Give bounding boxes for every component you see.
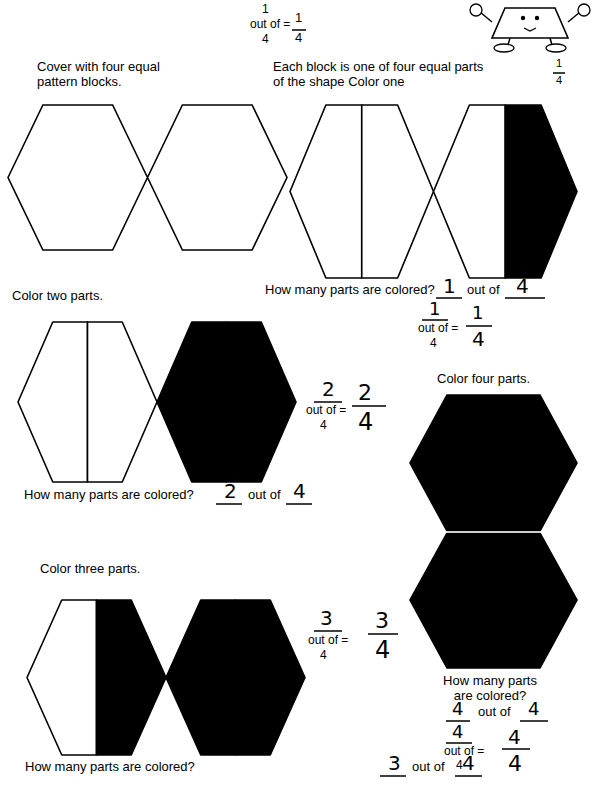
worksheet-text: out of xyxy=(248,488,281,503)
trapezoid-block xyxy=(157,322,227,482)
worksheet-text: 4 xyxy=(295,31,302,46)
handwritten-answer: 4 xyxy=(293,480,306,503)
worksheet-text: out of = xyxy=(308,634,348,648)
worksheet-text: How many parts are colored? xyxy=(24,488,194,503)
worksheet-text: 1 xyxy=(556,57,562,70)
handwritten-answer: 4 xyxy=(508,751,522,776)
fraction-bar xyxy=(422,319,448,321)
worksheet-text: out of = xyxy=(418,322,458,336)
worksheet-text: Color four parts. xyxy=(437,372,530,387)
handwritten-answer: 1 xyxy=(443,275,456,298)
trapezoid-block xyxy=(166,600,236,755)
trapezoid-block xyxy=(290,105,362,278)
trapezoid-block xyxy=(27,600,97,755)
fraction-bar xyxy=(380,775,406,777)
fraction-bar xyxy=(520,720,548,722)
block-seam xyxy=(445,531,542,532)
handwritten-answer: 4 xyxy=(358,409,373,437)
worksheet-text: out of xyxy=(412,760,445,775)
handwritten-answer: 2 xyxy=(224,480,237,503)
fraction-bar xyxy=(352,405,386,407)
fraction-bar xyxy=(446,742,472,744)
handwritten-answer: 4 xyxy=(528,699,539,720)
fraction-bar xyxy=(216,503,242,505)
worksheet-text: Each block is one of four equal parts of… xyxy=(273,60,491,90)
fraction-bar xyxy=(466,325,492,327)
worksheet-text: Color three parts. xyxy=(40,562,140,577)
handwritten-answer: 3 xyxy=(320,607,333,630)
handwritten-answer: 4 xyxy=(452,722,463,743)
hexagon-pair-outline xyxy=(8,105,287,250)
worksheet-text: out of = xyxy=(306,404,346,418)
worksheet-text: Cover with four equal pattern blocks. xyxy=(37,60,202,90)
trapezoid-block xyxy=(505,105,577,278)
worksheet-text: 4 xyxy=(320,419,327,433)
handwritten-answer: 4 xyxy=(472,328,485,351)
handwritten-answer: 4 xyxy=(375,637,390,665)
worksheet-text: 4 xyxy=(430,337,437,351)
handwritten-answer: 3 xyxy=(388,752,401,775)
handwritten-answer: 2 xyxy=(322,378,335,401)
fraction-bar xyxy=(455,775,482,777)
worksheet-text: 4 xyxy=(320,649,327,663)
handwritten-answer: 4 xyxy=(452,699,463,720)
worksheet-text: out of xyxy=(478,705,511,720)
trapezoid-block xyxy=(227,322,297,482)
trapezoid-block xyxy=(88,322,158,482)
hexagon-block xyxy=(410,395,577,531)
fraction-bar xyxy=(286,503,312,505)
worksheet-text: out of = xyxy=(250,18,290,32)
worksheet-text: 4 xyxy=(262,33,269,47)
fraction-bar xyxy=(368,633,398,635)
handwritten-answer: 3 xyxy=(375,608,389,633)
worksheet-text: How many parts are colored? xyxy=(25,760,195,775)
handwritten-answer: 1 xyxy=(429,299,440,320)
fraction-bar xyxy=(553,72,565,74)
worksheet-text: 1 xyxy=(295,11,302,26)
trapezoid-block xyxy=(97,600,167,755)
fraction-bar xyxy=(314,630,342,632)
trapezoid-block xyxy=(434,105,506,278)
trapezoid-block xyxy=(236,600,306,755)
handwritten-answer: 1 xyxy=(472,303,483,324)
handwritten-answer: 2 xyxy=(358,380,372,405)
worksheet-text: out of xyxy=(467,283,500,298)
worksheet-text: 4 xyxy=(456,759,463,773)
trapezoid-block xyxy=(18,322,88,482)
worksheet-text: out of = xyxy=(444,745,484,759)
trapezoid-mascot xyxy=(470,4,590,52)
worksheet-text: 4 xyxy=(556,74,562,87)
trapezoid-block xyxy=(362,105,434,278)
handwritten-answer: 4 xyxy=(508,726,521,749)
worksheet-text: 1 xyxy=(262,3,269,17)
handwritten-answer: 4 xyxy=(516,275,529,298)
worksheet-text: Color two parts. xyxy=(12,289,103,304)
worksheet-text: How many parts are colored? xyxy=(265,283,435,298)
hexagon-block xyxy=(410,533,577,668)
fraction-bar xyxy=(314,401,342,403)
